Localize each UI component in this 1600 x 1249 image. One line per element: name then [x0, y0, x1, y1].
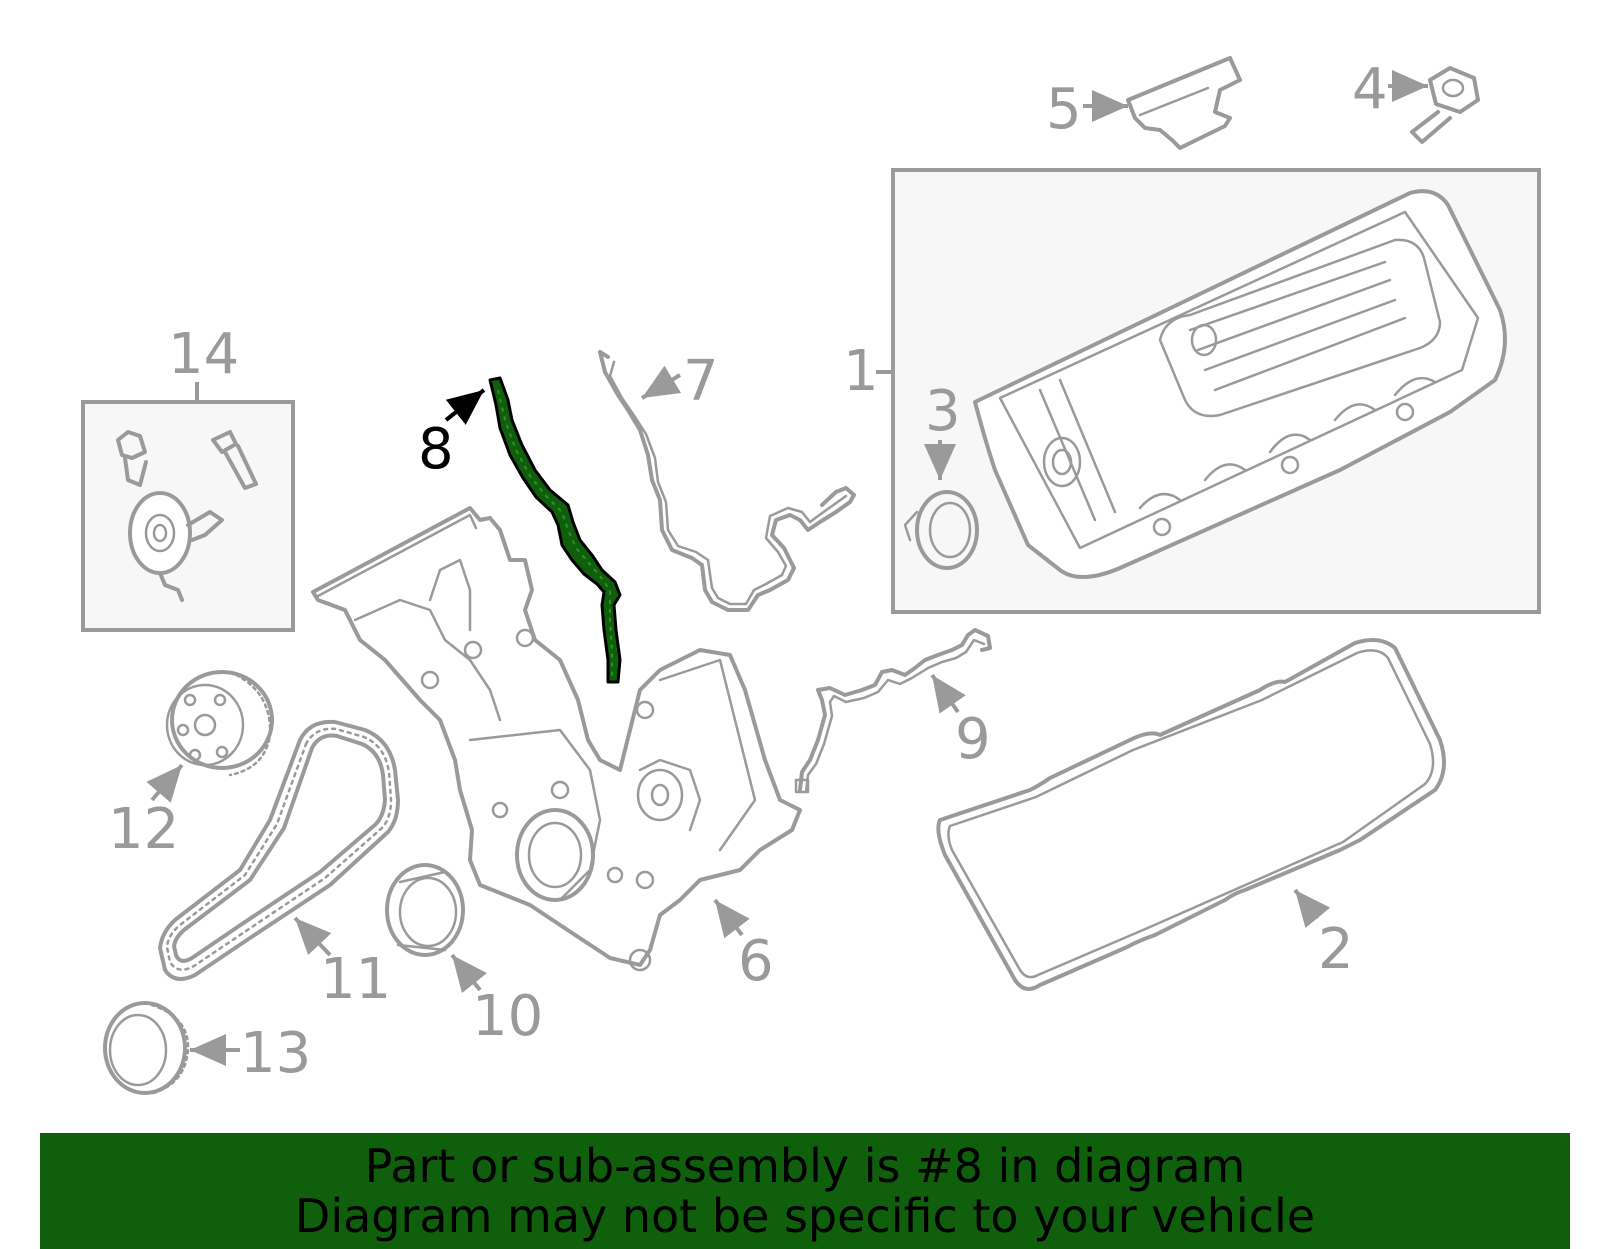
part-2-gasket[interactable] — [936, 637, 1446, 991]
callout-13: 13 — [190, 1021, 311, 1086]
callout-2: 2 — [1293, 888, 1354, 982]
callout-4-label: 4 — [1352, 57, 1388, 122]
part-9-gasket[interactable] — [794, 628, 992, 794]
callout-12: 12 — [108, 763, 184, 862]
part-13-sprocket[interactable] — [103, 1001, 190, 1096]
part-1-valve-cover[interactable] — [973, 189, 1507, 580]
callout-7-label: 7 — [683, 349, 719, 414]
callout-7: 7 — [640, 349, 719, 414]
callout-1: 1 — [843, 339, 893, 404]
callout-11-label: 11 — [320, 947, 391, 1012]
callout-11: 11 — [293, 916, 391, 1012]
part-8-gasket-highlighted[interactable] — [488, 376, 622, 684]
callout-6: 6 — [713, 898, 774, 994]
callout-8-label: 8 — [418, 417, 454, 482]
callout-12-label: 12 — [108, 797, 179, 862]
callout-14-label: 14 — [168, 322, 239, 387]
callout-3: 3 — [924, 379, 961, 480]
part-5-bracket[interactable] — [1126, 56, 1242, 150]
callout-10-label: 10 — [472, 984, 543, 1049]
part-4-bolt[interactable] — [1410, 66, 1480, 144]
callout-1-label: 1 — [843, 339, 879, 404]
part-14-tensioner[interactable] — [116, 430, 258, 602]
callout-13-label: 13 — [240, 1021, 311, 1086]
banner-line-1: Part or sub-assembly is #8 in diagram — [364, 1139, 1246, 1193]
callout-9-label: 9 — [955, 707, 991, 772]
part-14-tensioner-group — [81, 400, 295, 632]
callout-9: 9 — [930, 673, 991, 772]
callout-5: 5 — [1046, 77, 1128, 142]
callout-5-label: 5 — [1046, 77, 1082, 142]
part-12-sprocket[interactable] — [165, 670, 274, 777]
part-6-timing-cover[interactable] — [311, 506, 802, 972]
callout-2-label: 2 — [1318, 917, 1354, 982]
banner-line-2: Diagram may not be specific to your vehi… — [294, 1189, 1316, 1243]
part-3-seal[interactable] — [903, 490, 979, 570]
callout-6-label: 6 — [738, 929, 774, 994]
callout-8: 8 — [418, 388, 486, 482]
part-7-gasket[interactable] — [598, 350, 856, 612]
part-11-timing-chain[interactable] — [158, 719, 400, 981]
callout-3-label: 3 — [925, 379, 961, 444]
callout-4: 4 — [1352, 57, 1428, 122]
part-10-seal[interactable] — [385, 863, 465, 957]
part-1-valve-cover-group — [891, 168, 1541, 614]
info-banner: Part or sub-assembly is #8 in diagram Di… — [40, 1133, 1570, 1249]
callout-10: 10 — [450, 953, 543, 1049]
callout-14: 14 — [168, 322, 239, 402]
